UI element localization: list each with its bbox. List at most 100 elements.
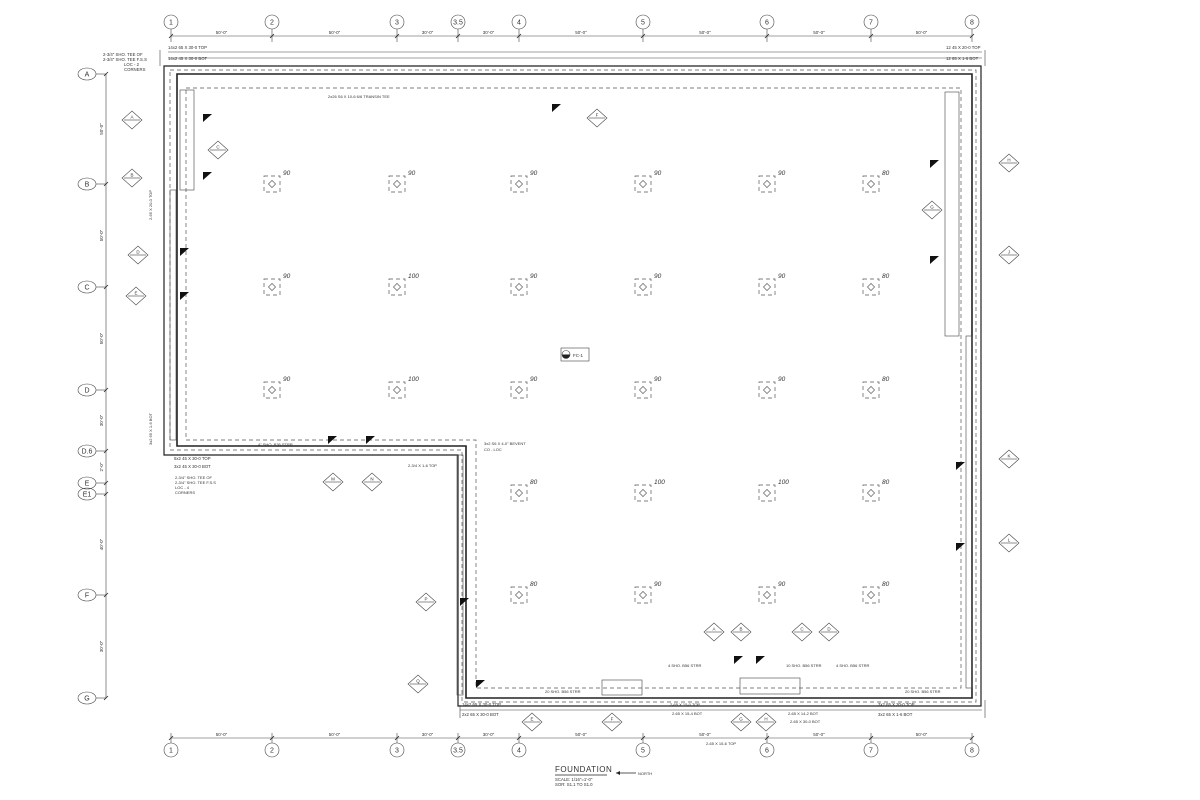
dimension-tick [168,33,174,39]
note-top-left-2: 2-3/4" SHO. TEE F.S.S [103,57,147,62]
pier-marker [763,283,771,291]
section-diamond [601,712,623,732]
section-mark-label: G [930,205,934,210]
section-diamond [586,108,608,128]
section-mark-label: G [739,717,743,722]
north-arrow-icon [616,771,636,775]
note-top-right-top: 12 45 X 20-0 TOP [946,45,981,50]
footing-pad [263,175,281,193]
pad-size-label: 80 [882,479,890,486]
pad-size-label: 80 [882,581,890,588]
dimension-text: 50'-0" [216,732,228,737]
section-mark-label: H [764,717,767,722]
dimension-tick [640,33,646,39]
pad-size-label: 90 [654,376,662,383]
grid-col-label: 5 [641,20,645,27]
pier-marker [867,386,875,394]
section-cut-flag-icon [956,543,965,551]
pier-marker [515,180,523,188]
dimension-text: 30'-0" [99,414,104,426]
pad-size-label: 100 [408,376,419,383]
dimension-tick [103,592,109,598]
section-mark-icon: M [322,472,344,492]
section-mark-icon: E [521,712,543,732]
grid-col-label: 2 [270,748,274,755]
note-step-2: 2-3/4" SHO. TEE F.S.S [175,480,216,485]
section-diamond [127,245,149,265]
grid-col-label: 8 [970,748,974,755]
pier-marker [763,489,771,497]
footing-pad [634,381,652,399]
pad-size-label: 90 [530,170,538,177]
footing-pad [758,484,776,502]
footing-pad [862,175,880,193]
dimension-tick [516,33,522,39]
note-top-beam-bot: 14x2 45 X 30-0 BOT [168,56,208,61]
grade-beam-centerline [169,69,977,703]
section-cut-flag-icon [476,680,485,688]
section-mark-label: H [1007,158,1010,163]
pad-size-label: 90 [778,273,786,280]
pad-size-label: 90 [283,376,291,383]
dimension-text: 30'-0" [422,732,434,737]
pad-size-label: 90 [530,273,538,280]
section-mark-label: Q [416,679,420,684]
pad-size-label: 90 [408,170,416,177]
stiffener-left [179,89,195,191]
section-diamond [521,712,543,732]
dimension-tick [764,735,770,741]
section-mark-icon: C [791,622,813,642]
pier-marker [867,283,875,291]
pier-marker [867,489,875,497]
dimension-tick [103,448,109,454]
footing-pad [510,484,528,502]
section-mark-label: E [530,717,533,722]
section-cut-flag-icon [366,436,375,444]
dimension-text: 50'-0" [916,30,928,35]
section-diamond [755,712,777,732]
section-mark-icon: N [361,472,383,492]
pad-size-label: 90 [654,273,662,280]
grade-beam-inner [176,73,973,699]
footing-pad [263,381,281,399]
note-left-vert-1: 2-65 X 20-0 TOP [148,190,153,220]
footing-pad [862,278,880,296]
section-mark-icon: G [730,712,752,732]
section-mark-icon: J [998,245,1020,265]
section-mark-icon: K [998,449,1020,469]
pier-marker [763,180,771,188]
note-step-beam-bot: 3x2 45 X 30-0 BOT [174,464,211,469]
section-mark-icon: D [127,245,149,265]
dimension-tick [103,284,109,290]
section-diamond [407,674,429,694]
stiffener-right [944,91,960,337]
pad-size-label: 100 [408,273,419,280]
wall-opening [739,677,801,695]
section-diamond [998,449,1020,469]
section-cut-flag-icon [180,248,189,256]
section-mark-icon: B [730,622,752,642]
section-diamond [121,110,143,130]
note-step-4: CORNERS [175,490,195,495]
note-bottom-bar-2: 4 SHO. B56 STRR [668,663,701,668]
dimension-tick [969,33,975,39]
note-top-beam-top: 14x2 65 X 30-0 TOP [168,45,207,50]
section-cut-flag-icon [203,172,212,180]
note-left-vert-2: 3x2 65 X 1-6 BOT [148,412,153,445]
section-mark-icon: H [998,153,1020,173]
drawing-scale: SCALE: 1/16"=1'-0" [555,777,593,782]
pad-size-label: 90 [778,581,786,588]
section-diamond [730,712,752,732]
grid-col-label: 6 [765,748,769,755]
section-mark-label: D [136,250,140,255]
dimension-text: 50'-0" [813,30,825,35]
dimension-text: 50'-0" [699,732,711,737]
grid-row-label: C [84,285,89,292]
section-mark-label: M [331,477,335,482]
section-cut-flag-icon [552,104,561,112]
pad-size-label: 90 [654,170,662,177]
pier-marker [393,386,401,394]
dimension-tick [103,387,109,393]
